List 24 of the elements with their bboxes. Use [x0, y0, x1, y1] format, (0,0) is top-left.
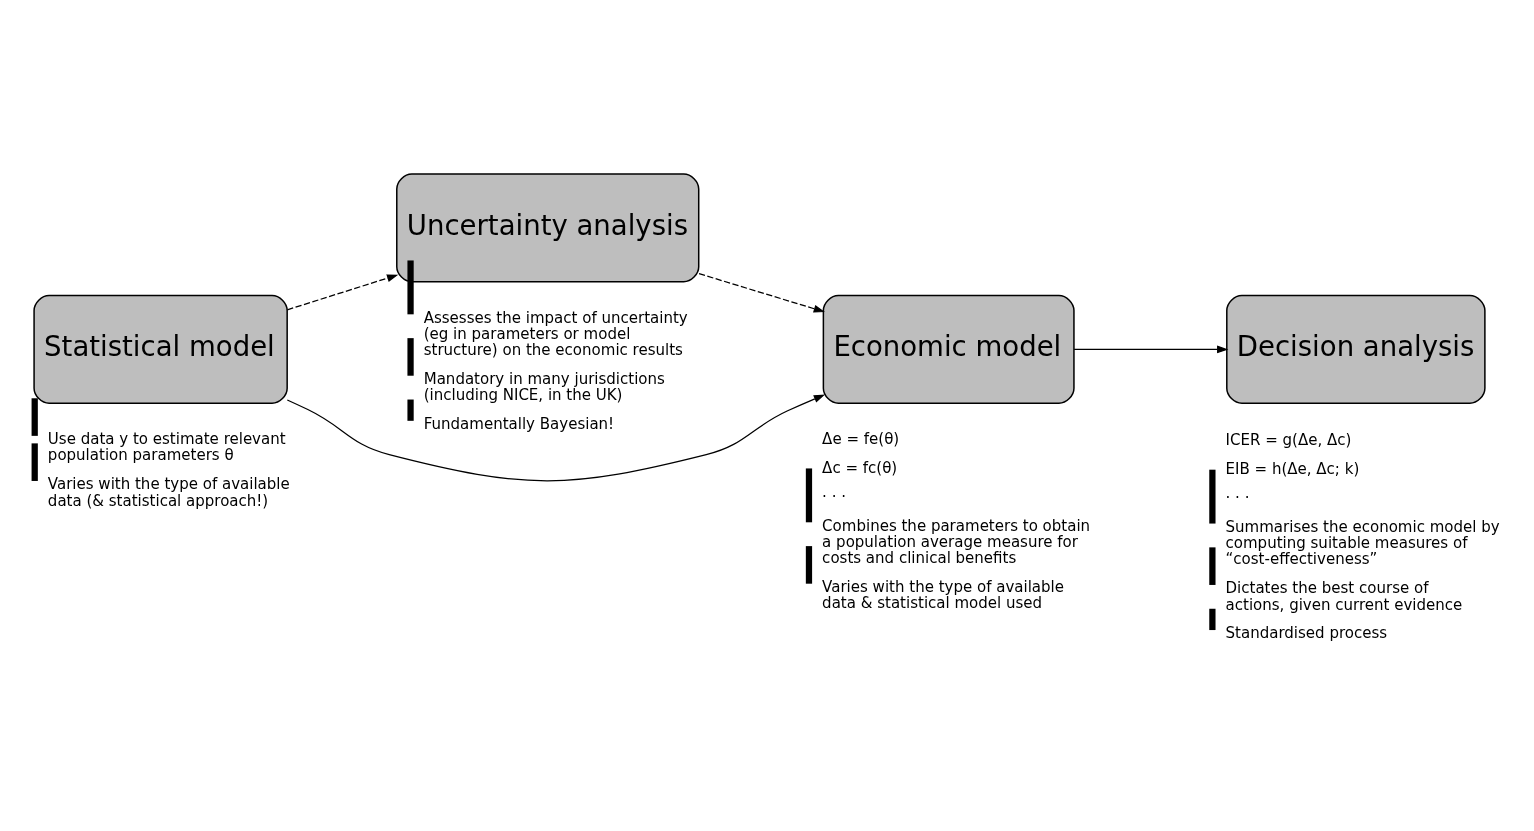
arrow	[1073, 345, 1229, 354]
node-box: Economic model	[822, 294, 1075, 405]
node-box: Statistical model	[33, 294, 288, 405]
node-label: Combines the parameters to obtain a population average measure for costs and clinical benefits	[822, 516, 1091, 568]
node-label: ICER = g(Δe, Δc)	[1225, 431, 1352, 450]
node-label: Standardised process	[1225, 624, 1388, 643]
arrow	[698, 273, 825, 313]
node-label: Δe = fe(θ)	[822, 430, 900, 449]
node-label: · · ·	[1225, 489, 1250, 508]
node-label: Δc = fc(θ)	[822, 458, 898, 477]
node-label: Summarises the economic model by computing suitable measures of “cost-effectiveness”	[1225, 517, 1500, 569]
node-box: Uncertainty analysis	[396, 173, 700, 283]
node-label: Fundamentally Bayesian!	[423, 415, 615, 434]
node-label: Dictates the best course of actions, given current evidence	[1225, 579, 1463, 614]
node-label: Varies with the type of available data & statistical model used	[822, 577, 1064, 613]
node-label: · · ·	[822, 487, 846, 506]
node-label: Varies with the type of available data (& statistical approach!)	[47, 475, 290, 510]
arrow	[286, 274, 399, 311]
node-label: Mandatory in many jurisdictions (including NICE, in the UK)	[423, 369, 665, 405]
node-label: Assesses the impact of uncertainty (eg in parameters or model structure) on the economic results	[423, 308, 688, 360]
node-label: Use data y to estimate relevant population parameters θ	[47, 430, 286, 465]
node-label: EIB = h(Δe, Δc; k)	[1225, 460, 1360, 479]
node-box: Decision analysis	[1226, 294, 1486, 405]
arrow	[286, 394, 826, 482]
